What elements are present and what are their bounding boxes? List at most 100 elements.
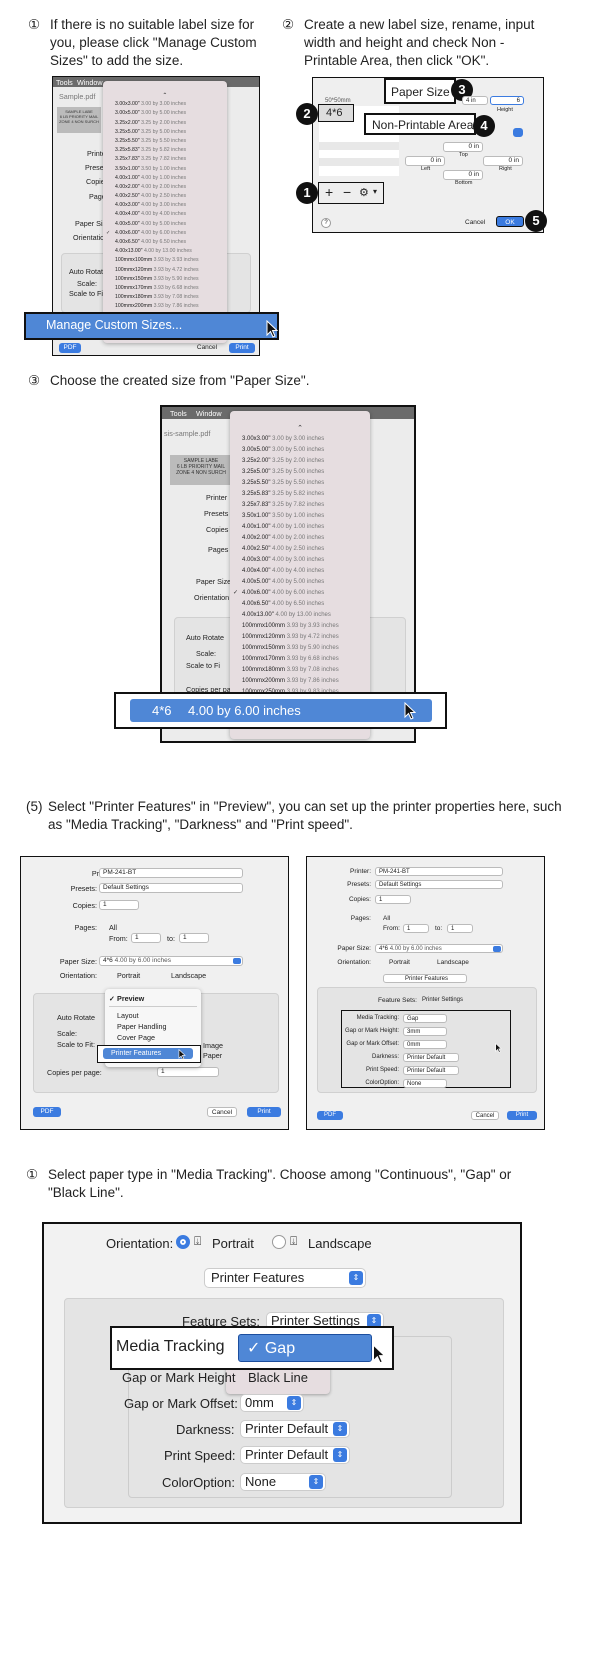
menu-item-black-line[interactable]: Black Line — [248, 1370, 308, 1385]
scale-to-fit-radio[interactable]: Scale to Fi — [186, 661, 220, 670]
to-input[interactable]: 1 — [447, 924, 473, 933]
print-speed-select[interactable]: Printer Default — [403, 1066, 459, 1075]
media-tracking-select[interactable]: Gap — [403, 1014, 447, 1023]
help-button[interactable]: ? — [321, 218, 331, 228]
paper-size-select[interactable]: 4*6 4.00 by 6.00 inches — [99, 956, 243, 966]
copies-input[interactable]: 1 — [375, 895, 411, 904]
paper-size-option[interactable]: 3.00x3.00" 3.00 by 3.00 inches — [230, 434, 370, 445]
gear-icon[interactable]: ⚙ — [359, 187, 369, 199]
print-button[interactable]: Print — [507, 1111, 537, 1120]
paper-size-option[interactable]: 100mmx150mm 3.93 by 5.90 inches — [230, 643, 370, 654]
auto-rotate-checkbox[interactable]: Auto Rotate — [69, 267, 107, 276]
pages-all-radio[interactable]: All — [109, 923, 117, 932]
height-input[interactable]: 6 — [490, 96, 524, 105]
color-option-select[interactable]: None — [403, 1079, 447, 1088]
scale-to-fit-radio[interactable]: Scale to Fit: — [57, 1040, 95, 1049]
pdf-button[interactable]: PDF — [59, 343, 81, 353]
custom-cancel-button[interactable]: Cancel — [465, 219, 486, 226]
pdf-button[interactable]: PDF — [317, 1111, 343, 1120]
scale-to-fit-radio[interactable]: Scale to Fi — [69, 289, 103, 298]
paper-size-option[interactable]: 4.00x1.00" 4.00 by 1.00 inches — [230, 522, 370, 533]
paper-size-option[interactable]: 4.00x5.00" 4.00 by 5.00 inches — [230, 577, 370, 588]
gap-offset-select[interactable]: 0mm — [403, 1040, 447, 1049]
menu-item-gap[interactable]: ✓ Gap — [238, 1334, 372, 1362]
paper-size-option[interactable]: 4.00x2.50" 4.00 by 2.50 inches — [230, 544, 370, 555]
feature-sets-select[interactable]: Printer Settings ⇕ — [266, 1312, 384, 1330]
paper-size-option[interactable]: ✓4.00x6.00" 4.00 by 6.00 inches — [230, 588, 370, 599]
auto-rotate-checkbox[interactable]: Auto Rotate — [186, 633, 224, 642]
paper-size-option[interactable]: 3.25x7.83" 3.25 by 7.82 inches — [230, 500, 370, 511]
paper-size-option[interactable]: 4.00x4.00" 4.00 by 4.00 inches — [103, 210, 227, 219]
paper-size-option[interactable]: 3.25x5.00" 3.25 by 5.00 inches — [230, 467, 370, 478]
paper-size-option[interactable]: 100mmx100mm 3.93 by 3.93 inches — [103, 256, 227, 265]
paper-size-option[interactable]: 3.25x2.00" 3.25 by 2.00 inches — [230, 456, 370, 467]
gap-offset-select[interactable]: 0mm ⇕ — [240, 1394, 304, 1412]
nonprint-select[interactable] — [513, 128, 523, 137]
paper-size-option[interactable]: 3.25x5.50" 3.25 by 5.50 inches — [230, 478, 370, 489]
feature-sets-select[interactable]: Printer Settings — [422, 997, 464, 1003]
pane-select[interactable]: Printer Features — [383, 974, 467, 983]
cancel-button[interactable]: Cancel — [196, 344, 218, 351]
paper-size-option[interactable]: 3.00x3.00" 3.00 by 3.00 inches — [103, 100, 227, 109]
menu-item-preview[interactable]: ✓ Preview — [109, 994, 145, 1003]
new-size-name[interactable]: 4*6 — [326, 107, 343, 119]
paper-size-option[interactable]: 100mmx200mm 3.93 by 7.86 inches — [103, 302, 227, 311]
left-margin-input[interactable]: 0 in — [405, 156, 445, 166]
print-speed-select[interactable]: Printer Default ⇕ — [240, 1446, 350, 1464]
paper-size-option[interactable]: 4.00x4.00" 4.00 by 4.00 inches — [230, 566, 370, 577]
paper-size-option[interactable]: 3.25x5.83" 3.25 by 5.82 inches — [230, 489, 370, 500]
menu-item-printer-features[interactable]: Printer Features — [103, 1048, 193, 1059]
print-button[interactable]: Print — [229, 343, 255, 353]
paper-size-option[interactable]: 3.50x1.00" 3.50 by 1.00 inches — [230, 511, 370, 522]
scale-radio[interactable]: Scale: — [77, 279, 97, 288]
from-input[interactable]: 1 — [131, 933, 161, 943]
paper-size-option[interactable]: 4.00x13.00" 4.00 by 13.00 inches — [230, 610, 370, 621]
paper-size-option[interactable]: 100mmx120mm 3.93 by 4.72 inches — [103, 266, 227, 275]
paper-size-option[interactable]: 4.00x5.00" 4.00 by 5.00 inches — [103, 220, 227, 229]
paper-size-option[interactable]: 100mmx120mm 3.93 by 4.72 inches — [230, 632, 370, 643]
menu-tools[interactable]: Tools — [170, 409, 187, 418]
paper-size-option[interactable]: 100mmx180mm 3.93 by 7.08 inches — [103, 293, 227, 302]
paper-size-option[interactable]: 100mmx170mm 3.93 by 6.68 inches — [230, 654, 370, 665]
paper-size-option[interactable]: 100mmx150mm 3.93 by 5.90 inches — [103, 275, 227, 284]
paper-size-option[interactable]: 100mmx180mm 3.93 by 7.08 inches — [230, 665, 370, 676]
from-input[interactable]: 1 — [403, 924, 429, 933]
paper-size-option[interactable]: 3.00x5.00" 3.00 by 5.00 inches — [103, 109, 227, 118]
landscape-radio[interactable]: Landscape — [171, 971, 207, 980]
paper-size-option[interactable]: 3.25x5.50" 3.25 by 5.50 inches — [103, 137, 227, 146]
pages-all-radio[interactable]: All — [383, 915, 391, 922]
gap-height-select[interactable]: 3mm — [403, 1027, 447, 1036]
printer-select[interactable]: PM-241-BT — [375, 867, 503, 876]
print-button[interactable]: Print — [247, 1107, 281, 1117]
pages-from-radio[interactable]: From: — [109, 934, 128, 943]
darkness-select[interactable]: Printer Default ⇕ — [240, 1420, 350, 1438]
paper-size-option[interactable]: ✓4.00x6.00" 4.00 by 6.00 inches — [103, 229, 227, 238]
pages-from-radio[interactable]: From: — [383, 925, 400, 932]
cancel-button[interactable]: Cancel — [207, 1107, 237, 1117]
cancel-button[interactable]: Cancel — [471, 1111, 499, 1120]
paper-size-option[interactable]: 100mmx200mm 3.93 by 7.86 inches — [230, 676, 370, 687]
copies-input[interactable]: 1 — [99, 900, 139, 910]
landscape-radio[interactable] — [272, 1235, 286, 1249]
color-option-select[interactable]: None ⇕ — [240, 1473, 326, 1491]
paper-size-option[interactable]: 4.00x2.00" 4.00 by 2.00 inches — [103, 183, 227, 192]
portrait-radio[interactable]: Portrait — [117, 971, 141, 980]
paper-size-option[interactable]: 4.00x3.00" 4.00 by 3.00 inches — [103, 201, 227, 210]
paper-size-option[interactable]: 4.00x6.50" 4.00 by 6.50 inches — [230, 599, 370, 610]
darkness-select[interactable]: Printer Default — [403, 1053, 459, 1062]
menu-window[interactable]: Window — [196, 409, 222, 418]
width-input[interactable]: 4 in — [462, 96, 488, 105]
scroll-up-icon[interactable]: ⌃ — [297, 425, 303, 432]
paper-size-option[interactable]: 4.00x2.50" 4.00 by 2.50 inches — [103, 192, 227, 201]
paper-size-option[interactable]: 4.00x2.00" 4.00 by 2.00 inches — [230, 533, 370, 544]
ok-button[interactable]: OK — [496, 216, 524, 227]
menu-tools[interactable]: Tools — [56, 78, 73, 87]
paper-size-option[interactable]: 3.25x7.83" 3.25 by 7.82 inches — [103, 155, 227, 164]
scale-radio[interactable]: Scale: — [57, 1029, 77, 1038]
pane-select[interactable]: Printer Features ⇕ — [204, 1268, 366, 1288]
paper-size-option[interactable]: 3.50x1.00" 3.50 by 1.00 inches — [103, 165, 227, 174]
scale-radio[interactable]: Scale: — [196, 649, 216, 658]
presets-select[interactable]: Default Settings — [99, 883, 243, 893]
